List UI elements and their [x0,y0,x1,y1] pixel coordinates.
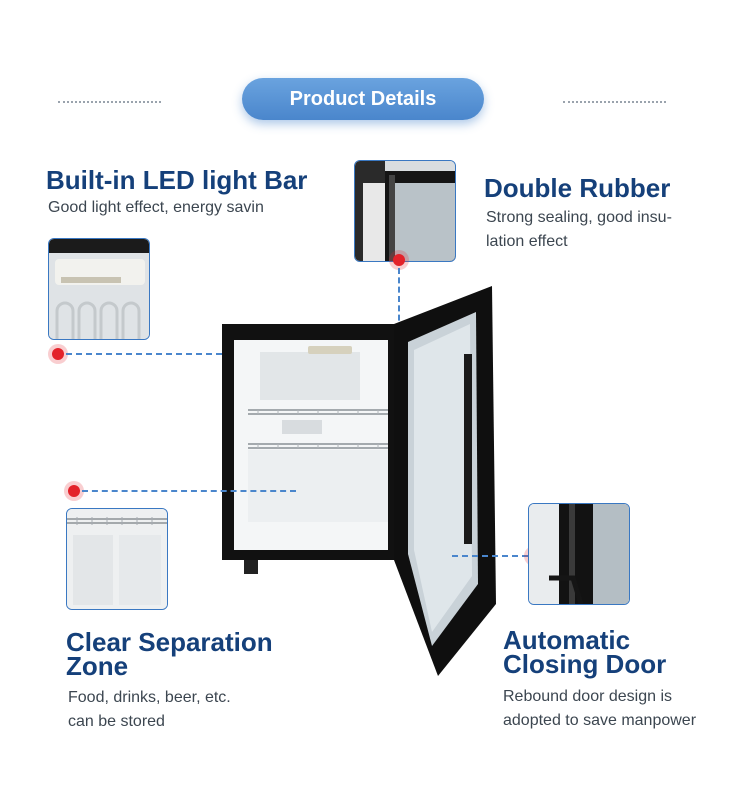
zone-feature-title-line1: Clear Separation [66,627,273,657]
door-connector-line [452,555,528,557]
fridge-image [218,284,498,678]
zone-feature-desc-line2: can be stored [68,713,165,730]
zone-feature-title-line2: Zone [66,651,129,681]
header-divider-right [563,101,666,103]
rubber-connector-line [398,268,400,330]
rubber-feature-desc-line1: Strong sealing, good insu- [486,209,672,226]
header-divider-left [58,101,161,103]
door-feature-title-line1: Automatic [503,625,631,655]
rubber-feature-desc-line2: lation effect [486,233,568,250]
zone-feature-desc-line1: Food, drinks, beer, etc. [68,689,231,706]
led-marker-dot [52,348,64,360]
section-title-pill: Product Details [242,78,484,120]
zone-connector-line [82,490,296,492]
led-feature-title: Built-in LED light Bar [46,165,308,195]
zone-detail-thumbnail [66,508,168,610]
led-feature-desc: Good light effect, energy savin [48,199,264,216]
led-detail-thumbnail [48,238,150,340]
rubber-feature-title: Double Rubber [484,173,671,203]
door-feature-desc-line2: adopted to save manpower [503,712,697,729]
door-feature-desc-line1: Rebound door design is [503,688,673,705]
door-feature-title-line2: Closing Door [503,649,667,679]
rubber-marker-dot [393,254,405,266]
led-connector-line [66,353,332,355]
zone-marker-dot [68,485,80,497]
door-detail-thumbnail [528,503,630,605]
rubber-detail-thumbnail [354,160,456,262]
